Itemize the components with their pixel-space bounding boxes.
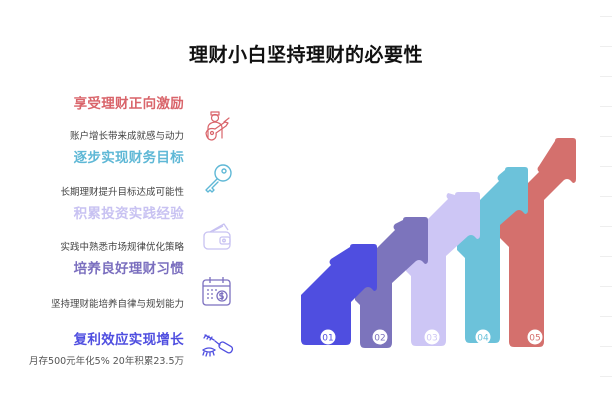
- step-label-3: 03: [426, 334, 437, 344]
- edge-rule: [600, 226, 612, 227]
- subtitle-discipline: 坚持理财能培养自律与规划能力: [50, 299, 184, 310]
- edge-rule: [600, 286, 612, 287]
- heading-compound-interest: 复利效应实现增长: [73, 332, 184, 348]
- edge-rule: [600, 316, 612, 317]
- edge-rule: [600, 136, 612, 137]
- subtitle-achievement: 账户增长带来成就感与动力: [69, 131, 184, 142]
- step-label-5: 05: [529, 334, 540, 344]
- edge-rule: [600, 16, 612, 17]
- growth-arrows-diagram: 01 02 03 04 05: [301, 138, 576, 348]
- step-label-2: 02: [374, 334, 385, 344]
- heading-positive-incentive: 享受理财正向激励: [73, 96, 184, 112]
- wallet-icon: [203, 223, 231, 250]
- edge-rule: [600, 256, 612, 257]
- calendar-dollar-icon: [202, 277, 231, 306]
- arrow-step-1: [301, 244, 377, 345]
- edge-rule: [600, 346, 612, 347]
- subtitle-goal-possibility: 长期理财提升目标达成可能性: [60, 187, 184, 198]
- page-title: 理财小白坚持理财的必要性: [188, 44, 423, 66]
- subtitle-compound-example: 月存500元年化5% 20年积累23.5万: [29, 356, 184, 367]
- key-icon: [205, 164, 232, 193]
- heading-financial-goals: 逐步实现财务目标: [73, 150, 184, 166]
- heading-investment-experience: 积累投资实践经验: [73, 206, 184, 222]
- step-label-4: 04: [477, 334, 489, 344]
- edge-rule: [600, 46, 612, 47]
- edge-rule: [600, 76, 612, 77]
- subtitle-market-rules: 实践中熟悉市场规律优化策略: [60, 242, 184, 253]
- arrow-step-5: [499, 138, 576, 347]
- guitar-player-icon: [205, 111, 230, 141]
- heading-good-habits: 培养良好理财习惯: [73, 261, 184, 277]
- edge-rule: [600, 196, 612, 197]
- step-label-1: 01: [322, 334, 333, 344]
- edge-rule: [600, 376, 612, 377]
- edge-rule: [600, 166, 612, 167]
- edge-rule: [600, 106, 612, 107]
- mascara-icon: [202, 334, 234, 357]
- arrow-step-2: [355, 217, 428, 348]
